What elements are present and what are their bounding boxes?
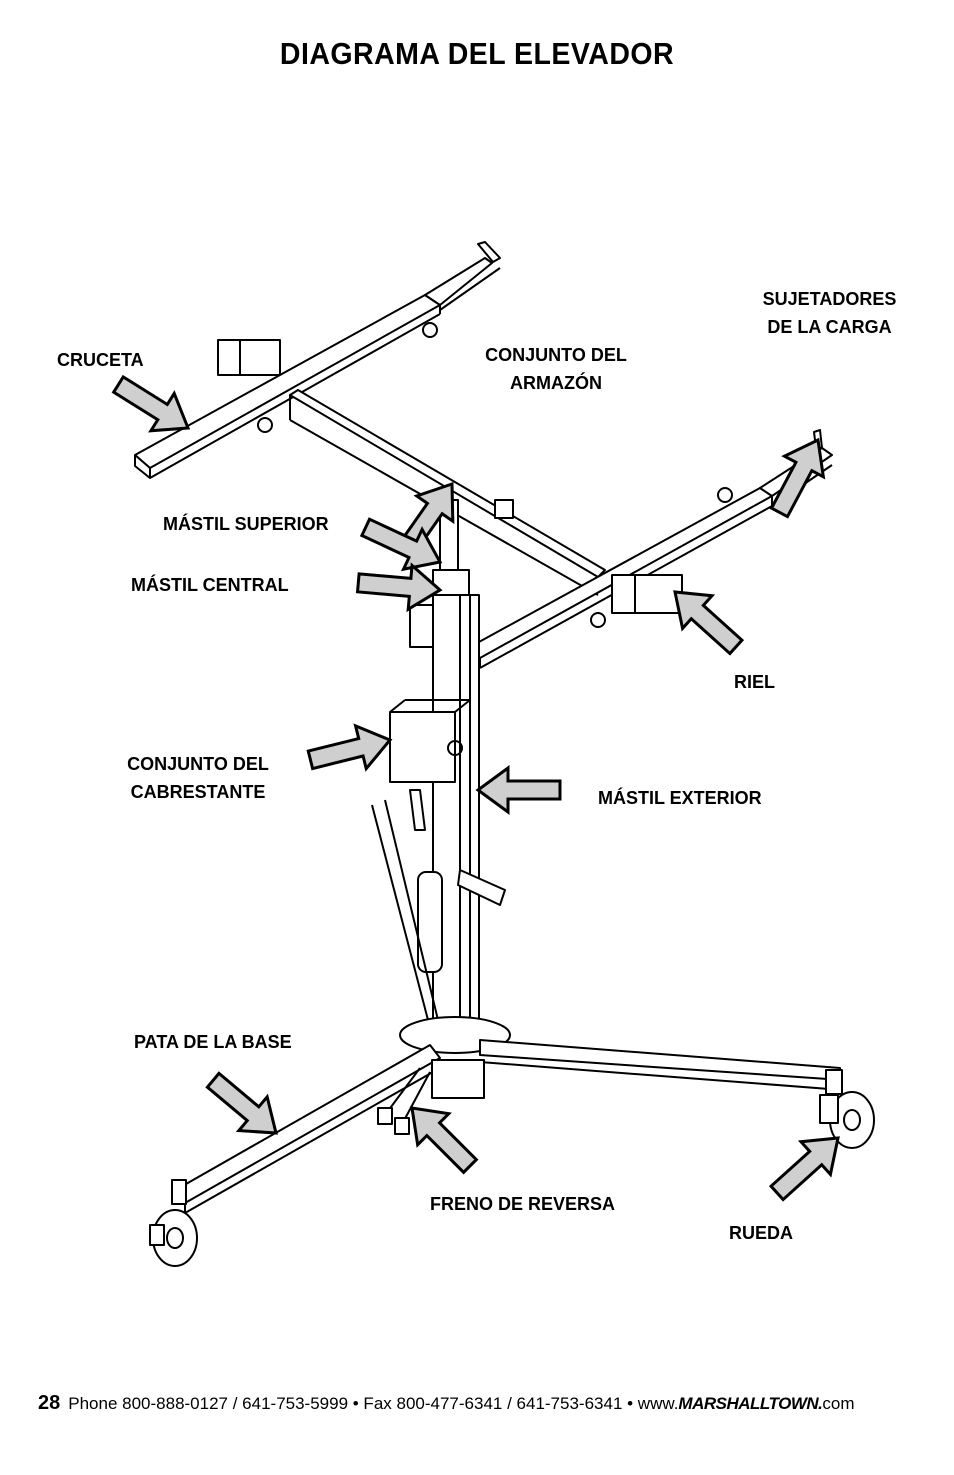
- lift-drawing: [134, 241, 875, 1267]
- label-pata-base: PATA DE LA BASE: [134, 1032, 292, 1052]
- arrow-cabrestante: [303, 717, 397, 783]
- page-footer: 28 Phone 800-888-0127 / 641-753-5999 • Fa…: [38, 1392, 855, 1415]
- page-title: DIAGRAMA DEL ELEVADOR: [279, 36, 675, 71]
- label-cabrestante-line2: CABRESTANTE: [130, 782, 266, 802]
- mast-drawing: [371, 499, 506, 1036]
- label-rueda: RUEDA: [729, 1223, 794, 1243]
- footer-contact: Phone 800-888-0127 / 641-753-5999 • Fax …: [68, 1394, 679, 1413]
- label-cruceta: CRUCETA: [57, 350, 144, 370]
- label-sujetadores: SUJETADORES DE LA CARGA: [752, 285, 907, 341]
- arrow-freno: [394, 1090, 488, 1184]
- base-drawing: [149, 1016, 875, 1267]
- footer-domain-suffix: com: [822, 1394, 855, 1413]
- arrow-sujetadores: [758, 428, 839, 525]
- label-sujetadores-line1: SUJETADORES: [762, 289, 897, 309]
- footer-brand: MARSHALLTOWN.: [678, 1394, 823, 1413]
- label-conjunto-armazon-line2: ARMAZÓN: [510, 373, 602, 393]
- label-cabrestante-line1: CONJUNTO DEL: [127, 754, 269, 774]
- label-conjunto-armazon-line1: CONJUNTO DEL: [485, 345, 627, 365]
- cross-bar-drawing: [134, 241, 501, 479]
- label-mastil-exterior: MÁSTIL EXTERIOR: [598, 788, 762, 808]
- arrow-mastil-exterior: [476, 766, 562, 814]
- label-cabrestante: CONJUNTO DEL CABRESTANTE: [112, 750, 284, 806]
- label-sujetadores-line2: DE LA CARGA: [767, 317, 892, 337]
- label-riel: RIEL: [734, 672, 776, 692]
- label-mastil-central: MÁSTIL CENTRAL: [131, 575, 289, 595]
- page-number: 28: [38, 1392, 61, 1414]
- label-freno-reversa: FRENO DE REVERSA: [430, 1194, 616, 1214]
- rail-drawing: [467, 429, 833, 669]
- label-conjunto-armazon: CONJUNTO DEL ARMAZÓN: [470, 341, 642, 397]
- label-mastil-superior: MÁSTIL SUPERIOR: [163, 514, 329, 534]
